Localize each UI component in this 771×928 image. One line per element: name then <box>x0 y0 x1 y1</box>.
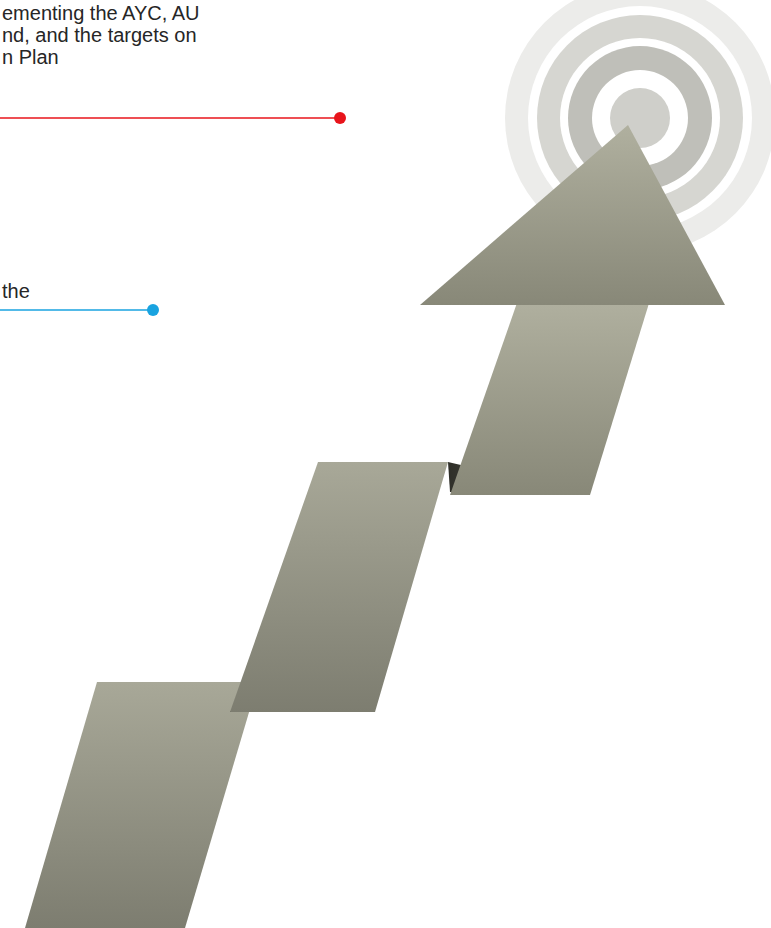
slide-text: nd, and the targets on <box>2 24 197 46</box>
slide-text: ementing the AYC, AU <box>2 2 200 24</box>
slide-text: n Plan <box>2 46 59 68</box>
staircase-arrow <box>25 125 725 928</box>
slide-text: the <box>2 280 30 302</box>
leader-lines <box>0 112 346 316</box>
